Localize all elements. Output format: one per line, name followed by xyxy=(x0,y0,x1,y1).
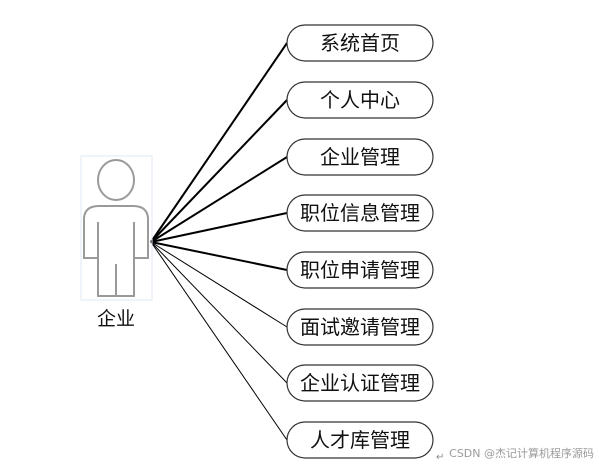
association-line xyxy=(150,156,288,243)
association-line xyxy=(150,42,288,243)
association-lines xyxy=(150,42,288,441)
actor-frame xyxy=(80,155,153,301)
use-case: 系统首页 xyxy=(286,24,434,62)
person-icon xyxy=(83,159,149,297)
use-cases: 系统首页 个人中心 企业管理 职位信息管理 职位申请管理 面试邀请管理 企业认证… xyxy=(286,24,434,459)
use-case-label: 个人中心 xyxy=(320,88,400,112)
use-case-label: 面试邀请管理 xyxy=(300,315,420,339)
use-case: 人才库管理 xyxy=(286,421,434,459)
use-case: 职位信息管理 xyxy=(286,194,434,232)
association-line xyxy=(150,241,288,441)
association-line xyxy=(150,212,288,243)
actor: 企业 xyxy=(80,155,153,330)
use-case-shape xyxy=(286,24,434,62)
use-case-shape xyxy=(286,251,434,289)
use-case-shape xyxy=(286,194,434,232)
use-case: 面试邀请管理 xyxy=(286,308,434,346)
use-case: 个人中心 xyxy=(286,81,434,119)
use-case-label: 企业管理 xyxy=(320,145,400,169)
use-case: 企业管理 xyxy=(286,138,434,176)
association-line xyxy=(150,241,288,384)
use-case-label: 职位申请管理 xyxy=(300,258,420,282)
use-case-label: 企业认证管理 xyxy=(300,371,420,395)
watermark: CSDN @杰记计算机程序源码 xyxy=(449,446,594,460)
use-case-shape xyxy=(286,308,434,346)
use-case-shape xyxy=(286,421,434,459)
actor-label: 企业 xyxy=(97,308,135,330)
use-case-label: 人才库管理 xyxy=(310,428,410,452)
use-case-shape xyxy=(286,138,434,176)
use-case: 企业认证管理 xyxy=(286,364,434,402)
paragraph-mark: ↵ xyxy=(436,452,444,463)
association-line xyxy=(150,241,288,271)
association-line xyxy=(150,241,288,328)
use-case-label: 系统首页 xyxy=(320,31,400,55)
association-line xyxy=(150,99,288,243)
use-case-shape xyxy=(286,81,434,119)
use-case-label: 职位信息管理 xyxy=(300,201,420,225)
use-case: 职位申请管理 xyxy=(286,251,434,289)
use-case-shape xyxy=(286,364,434,402)
